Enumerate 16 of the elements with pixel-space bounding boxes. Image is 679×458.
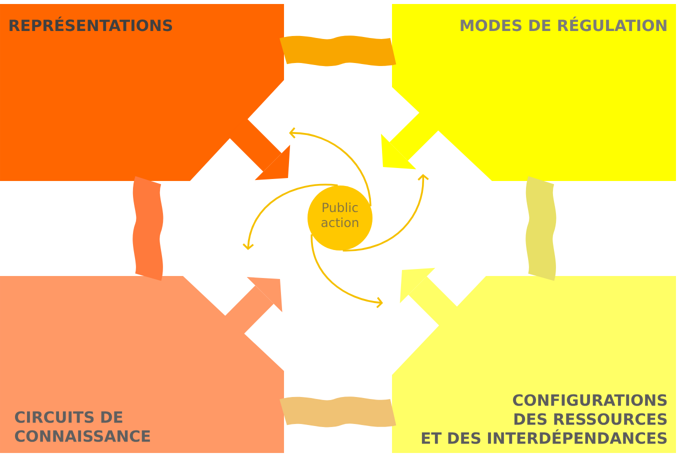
curved-arrow — [310, 234, 383, 308]
corner-panel: MODES DE RÉGULATION — [392, 4, 676, 181]
block-arrow — [400, 268, 459, 327]
connector-band — [132, 176, 164, 280]
connector-band — [280, 36, 396, 66]
connector-band — [526, 176, 556, 280]
corner-panel: REPRÉSENTATIONS — [0, 4, 284, 181]
corner-panel: CIRCUITS DE CONNAISSANCE — [0, 276, 284, 453]
block-arrow — [381, 110, 440, 170]
corner-panel: CONFIGURATIONS DES RESSOURCES ET DES INTERDÉPENDANCES — [392, 276, 676, 453]
block-arrow — [228, 118, 290, 180]
curved-arrow — [342, 174, 429, 252]
connector-band — [280, 396, 396, 428]
curved-arrow — [289, 127, 372, 206]
block-arrow — [224, 277, 282, 336]
curved-arrow — [242, 184, 338, 250]
